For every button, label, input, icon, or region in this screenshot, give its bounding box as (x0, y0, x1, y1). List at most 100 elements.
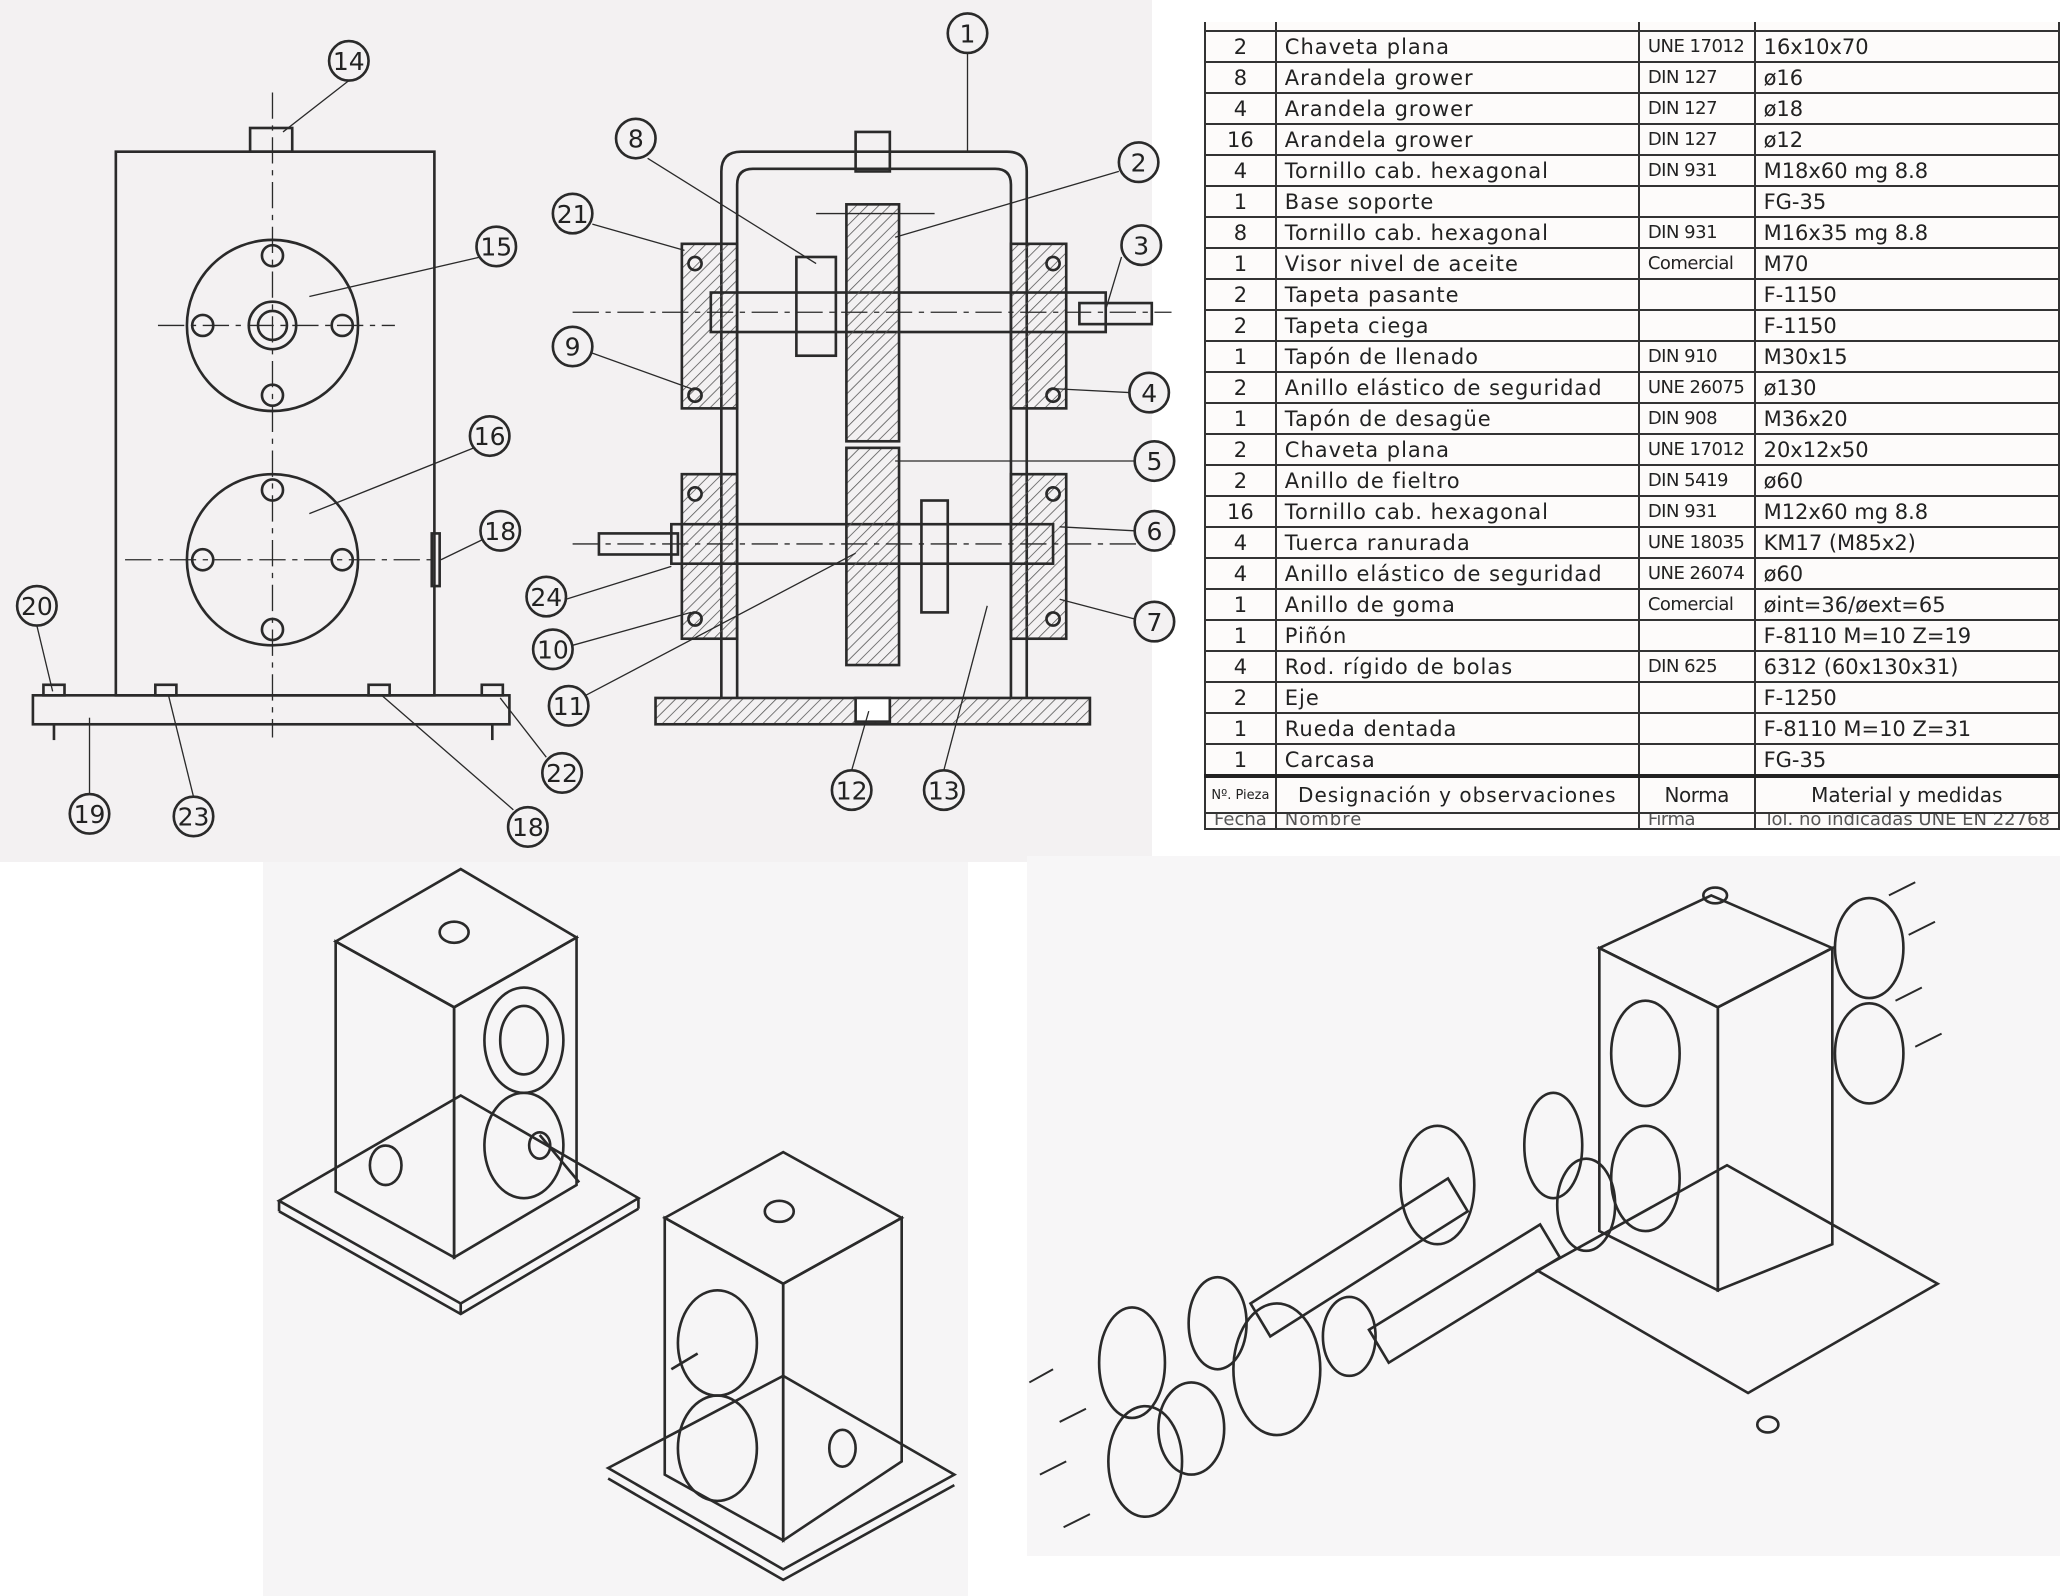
designation-cell: Tornillo cab. hexagonal (1274, 154, 1640, 187)
balloon-number: 9 (565, 333, 581, 362)
norma-cell: DIN 127 (1637, 61, 1756, 94)
norma-cell (1637, 619, 1756, 652)
norma-cell: Comercial (1637, 588, 1756, 621)
balloon-number: 22 (546, 759, 578, 788)
header-norma: Norma (1637, 774, 1756, 814)
balloon-number: 3 (1133, 231, 1149, 260)
norma-cell: UNE 26074 (1637, 557, 1756, 590)
material-cell: M16x35 mg 8.8 (1753, 216, 2061, 249)
balloon-number: 16 (474, 422, 506, 451)
balloon-circle (1117, 141, 1160, 184)
exploded-view (1028, 881, 1943, 1529)
balloon-part-11: 11 (547, 684, 590, 727)
designation-cell: Piñón (1274, 619, 1640, 652)
front-view (31, 92, 511, 741)
norma-cell: UNE 18035 (1637, 526, 1756, 559)
balloon-part-5: 5 (1133, 439, 1176, 483)
balloon-part-13: 13 (922, 769, 965, 812)
balloon-part-6: 6 (1133, 509, 1176, 552)
balloon-part-24: 24 (525, 575, 568, 618)
isometric-view-front (276, 867, 642, 1316)
designation-cell: Rueda dentada (1274, 712, 1640, 745)
qty-cell: 1 (1204, 247, 1277, 280)
balloon-circle (479, 509, 522, 552)
balloon-circle (468, 414, 511, 458)
balloon-circle (172, 795, 215, 838)
exploded-view-area (1027, 856, 2060, 1556)
designation-cell: Chaveta plana (1274, 30, 1640, 63)
designation-cell: Tornillo cab. hexagonal (1274, 495, 1640, 528)
qty-cell: 4 (1204, 92, 1277, 125)
header-qty: Nº. Pieza (1204, 774, 1277, 814)
balloon-circle (525, 575, 568, 618)
balloon-part-21: 21 (551, 192, 594, 235)
table-top-row (1204, 22, 2061, 32)
qty-cell: 2 (1204, 681, 1277, 714)
material-cell: ø12 (1753, 123, 2061, 156)
norma-cell: DIN 127 (1637, 92, 1756, 125)
designation-cell: Anillo elástico de seguridad (1274, 371, 1640, 404)
norma-cell (1637, 309, 1756, 342)
balloon-circle (551, 325, 594, 368)
balloon-circle (68, 792, 111, 835)
material-cell: øint=36/øext=65 (1753, 588, 2061, 621)
balloon-number: 24 (530, 583, 562, 612)
isometric-view-rear (605, 1150, 958, 1582)
material-cell: 20x12x50 (1753, 433, 2061, 466)
designation-cell: Base soporte (1274, 185, 1640, 218)
balloon-circle (1128, 371, 1171, 414)
table-top-cell (1204, 22, 1277, 32)
balloon-number: 5 (1146, 447, 1162, 476)
designation-cell: Tapeta pasante (1274, 278, 1640, 311)
balloon-number: 4 (1141, 379, 1157, 408)
balloon-circle (830, 769, 873, 812)
balloon-part-23: 23 (172, 795, 215, 838)
qty-cell: 1 (1204, 712, 1277, 745)
material-cell: M30x15 (1753, 340, 2061, 373)
balloon-circle (551, 192, 594, 235)
material-cell: F-8110 M=10 Z=19 (1753, 619, 2061, 652)
balloon-number: 13 (928, 776, 960, 805)
qty-cell: 8 (1204, 216, 1277, 249)
balloon-part-7: 7 (1133, 600, 1176, 643)
material-cell: ø16 (1753, 61, 2061, 94)
leader-lines (36, 52, 1135, 811)
designation-cell: Anillo de fieltro (1274, 464, 1640, 497)
balloon-number: 14 (333, 47, 365, 76)
balloon-part-12: 12 (830, 769, 873, 812)
balloon-circle (614, 117, 657, 160)
material-cell: ø60 (1753, 464, 2061, 497)
material-cell: ø130 (1753, 371, 2061, 404)
norma-cell (1637, 712, 1756, 745)
balloon-number: 7 (1146, 608, 1162, 637)
balloon-part-18: 18 (506, 805, 549, 849)
qty-cell: 4 (1204, 650, 1277, 683)
header-material: Material y medidas (1753, 774, 2061, 814)
title-nombre: Nombre (1274, 812, 1640, 830)
balloon-part-2: 2 (1117, 141, 1160, 184)
balloon-part-4: 4 (1128, 371, 1171, 414)
table-top-cell (1274, 22, 1640, 32)
norma-cell: DIN 931 (1637, 216, 1756, 249)
balloon-circle (541, 751, 584, 795)
balloon-part-20: 20 (15, 584, 58, 627)
balloon-circle (327, 39, 370, 82)
qty-cell: 2 (1204, 464, 1277, 497)
material-cell: M18x60 mg 8.8 (1753, 154, 2061, 187)
balloon-circle (946, 12, 989, 55)
material-cell: FG-35 (1753, 185, 2061, 218)
balloon-part-14: 14 (327, 39, 370, 82)
balloon-number: 2 (1131, 148, 1147, 177)
norma-cell (1637, 278, 1756, 311)
balloon-circle (506, 805, 549, 849)
qty-cell: 2 (1204, 309, 1277, 342)
